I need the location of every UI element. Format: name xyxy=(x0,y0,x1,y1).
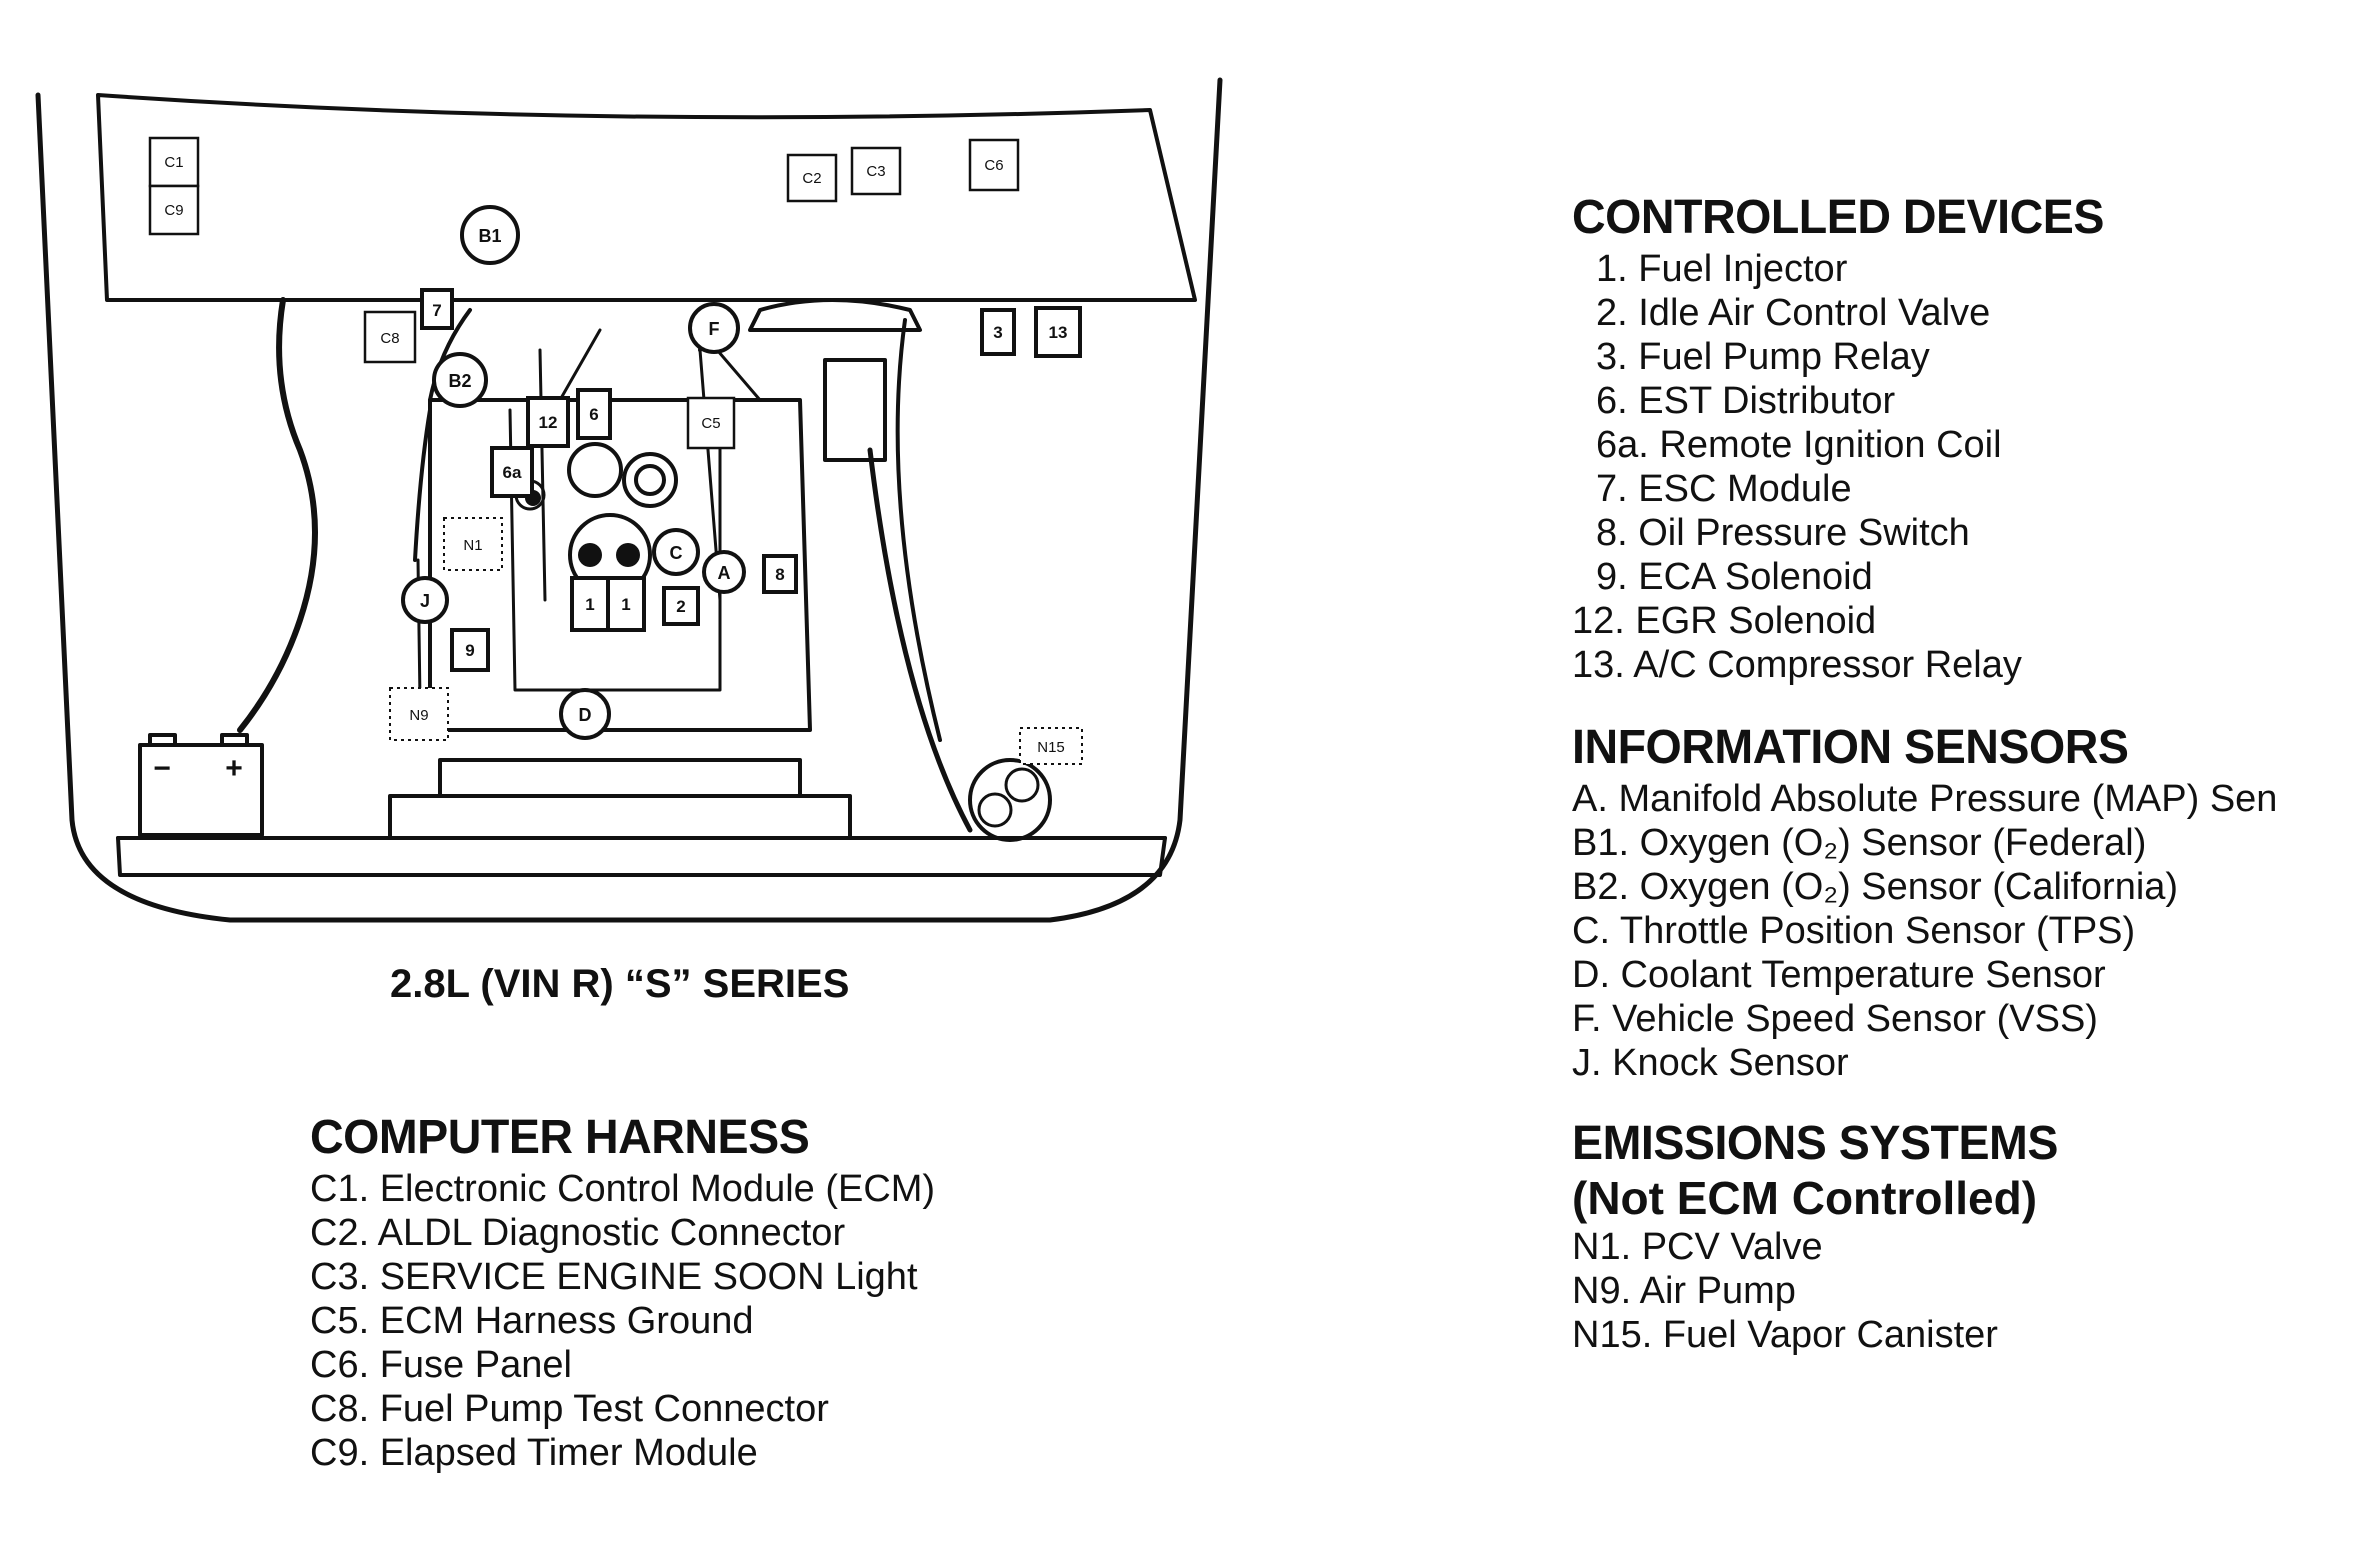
device-item: 13. A/C Compressor Relay xyxy=(1572,644,2022,686)
throttle-ring xyxy=(622,452,678,508)
computer-harness-title: COMPUTER HARNESS xyxy=(310,1111,810,1164)
label-B1: B1 xyxy=(478,226,501,246)
device-item: 1. Fuel Injector xyxy=(1596,248,1848,290)
label-12: 12 xyxy=(539,413,558,432)
label-C9: C9 xyxy=(164,202,183,219)
computer-harness-section: COMPUTER HARNESS C1. Electronic Control … xyxy=(310,1110,935,1475)
emissions-systems-subtitle: (Not ECM Controlled) xyxy=(1572,1172,2038,1224)
battery-terminals xyxy=(148,733,249,747)
label-A: A xyxy=(718,563,731,583)
device-item: 3. Fuel Pump Relay xyxy=(1596,336,1930,378)
label-C5: C5 xyxy=(701,415,720,432)
label-C1: C1 xyxy=(164,154,183,171)
engine-bay-diagram: C1 C9 C2 C3 C6 C8 C5 7 3 13 12 6 6a 1 1 … xyxy=(35,77,1223,923)
sensor-item: A. Manifold Absolute Pressure (MAP) Sen xyxy=(1572,778,2278,820)
sensor-item: F. Vehicle Speed Sensor (VSS) xyxy=(1572,998,2098,1040)
left-fender-line xyxy=(35,77,1223,923)
label-N1: N1 xyxy=(463,537,482,554)
left-wheel-well xyxy=(237,297,318,733)
throttle-inner xyxy=(634,464,666,496)
label-C: C xyxy=(670,543,683,563)
label-F: F xyxy=(709,319,720,339)
label-C2: C2 xyxy=(802,170,821,187)
device-item: 7. ESC Module xyxy=(1596,468,1852,510)
label-C6: C6 xyxy=(984,157,1003,174)
label-B2: B2 xyxy=(448,371,471,391)
label-13: 13 xyxy=(1049,323,1068,342)
label-C3: C3 xyxy=(866,163,885,180)
air-cleaner-snorkel xyxy=(823,358,887,462)
right-wheel-well xyxy=(867,447,973,833)
emissions-systems-title: EMISSIONS SYSTEMS xyxy=(1572,1117,2058,1170)
sensor-item: B2. Oxygen (O₂) Sensor (California) xyxy=(1572,866,2179,908)
radiator-base xyxy=(388,794,852,840)
harness-item: C9. Elapsed Timer Module xyxy=(310,1432,758,1474)
harness-item: C3. SERVICE ENGINE SOON Light xyxy=(310,1256,918,1298)
emission-item: N1. PCV Valve xyxy=(1572,1226,1823,1268)
right-fender-curve xyxy=(895,318,942,742)
device-item: 2. Idle Air Control Valve xyxy=(1596,292,1991,334)
label-J: J xyxy=(420,591,430,611)
harness-item: C6. Fuse Panel xyxy=(310,1344,572,1386)
wire-b2 xyxy=(428,308,472,402)
diagram-caption: 2.8L (VIN R) “S” SERIES xyxy=(390,962,850,1006)
information-sensors-title: INFORMATION SENSORS xyxy=(1572,721,2129,774)
label-6: 6 xyxy=(589,405,598,424)
emission-item: N15. Fuel Vapor Canister xyxy=(1572,1314,1998,1356)
harness-item: C8. Fuel Pump Test Connector xyxy=(310,1388,829,1430)
label-7: 7 xyxy=(432,301,441,320)
label-D: D xyxy=(579,705,592,725)
label-1a: 1 xyxy=(585,595,594,614)
label-1b: 1 xyxy=(621,595,630,614)
sensor-item: J. Knock Sensor xyxy=(1572,1042,1849,1084)
label-N9: N9 xyxy=(409,707,428,724)
canister xyxy=(968,758,1052,842)
radiator-top xyxy=(438,758,802,798)
canister-inner-2 xyxy=(1004,767,1040,803)
harness-item: C5. ECM Harness Ground xyxy=(310,1300,754,1342)
device-item: 8. Oil Pressure Switch xyxy=(1596,512,1970,554)
distributor xyxy=(567,442,623,498)
emissions-systems-section: EMISSIONS SYSTEMS (Not ECM Controlled) N… xyxy=(1572,1116,2073,1357)
hose-left xyxy=(413,408,432,562)
label-9: 9 xyxy=(465,641,474,660)
cowl-panel xyxy=(96,93,1197,302)
label-C8: C8 xyxy=(380,330,399,347)
battery-minus: − xyxy=(153,752,171,785)
label-2: 2 xyxy=(676,597,685,616)
canister-inner-1 xyxy=(977,792,1013,828)
sensor-item: D. Coolant Temperature Sensor xyxy=(1572,954,2106,996)
sensor-item: B1. Oxygen (O₂) Sensor (Federal) xyxy=(1572,822,2147,864)
device-item: 6. EST Distributor xyxy=(1596,380,1896,422)
engine-inner xyxy=(508,408,722,692)
label-3: 3 xyxy=(993,323,1002,342)
sensor-item: C. Throttle Position Sensor (TPS) xyxy=(1572,910,2136,952)
label-8: 8 xyxy=(775,565,784,584)
device-item: 12. EGR Solenoid xyxy=(1572,600,1877,642)
device-item: 6a. Remote Ignition Coil xyxy=(1596,424,2002,466)
device-item: 9. ECA Solenoid xyxy=(1596,556,1873,598)
harness-item: C2. ALDL Diagnostic Connector xyxy=(310,1212,846,1254)
air-cleaner xyxy=(748,298,922,332)
battery-plus: + xyxy=(225,752,243,785)
bottom-panel xyxy=(116,836,1167,877)
label-6a: 6a xyxy=(503,463,522,482)
controlled-devices-section: CONTROLLED DEVICES 1. Fuel Injector 2. I… xyxy=(1572,190,2120,687)
harness-item: C1. Electronic Control Module (ECM) xyxy=(310,1168,936,1210)
emission-item: N9. Air Pump xyxy=(1572,1270,1796,1312)
battery xyxy=(138,743,264,837)
controlled-devices-title: CONTROLLED DEVICES xyxy=(1572,191,2104,244)
information-sensors-section: INFORMATION SENSORS A. Manifold Absolute… xyxy=(1572,720,2277,1085)
label-N15: N15 xyxy=(1037,739,1065,756)
